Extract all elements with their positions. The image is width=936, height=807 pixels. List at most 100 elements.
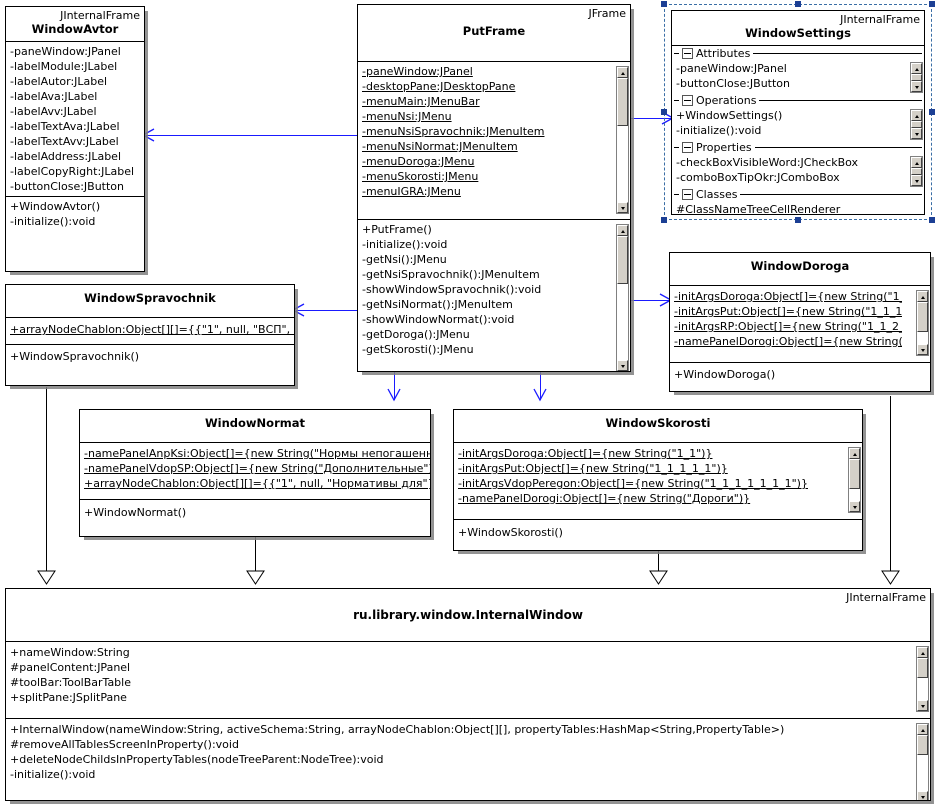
class-box-windowskorosti[interactable]: WindowSkorosti -initArgsDoroga:Object[]=… bbox=[453, 409, 863, 551]
collapse-toggle-icon[interactable] bbox=[682, 48, 693, 59]
scroll-down-button[interactable] bbox=[917, 791, 928, 800]
scroll-down-button[interactable] bbox=[849, 501, 860, 512]
selection-handle-bottom-right[interactable] bbox=[929, 217, 935, 223]
attributes-compartment: +arrayNodeChablon:Object[][]={{"1", null… bbox=[6, 317, 294, 344]
operation-row: -getSkorosti():JMenu bbox=[362, 343, 474, 356]
operations-compartment: +InternalWindow(nameWindow:String, activ… bbox=[6, 718, 930, 800]
operation-row: -getNsiNormat():JMenuItem bbox=[362, 298, 513, 311]
scrollbar-thumb[interactable] bbox=[849, 459, 860, 489]
class-box-windowdoroga[interactable]: WindowDoroga -initArgsDoroga:Object[]={n… bbox=[669, 252, 931, 392]
attributes-compartment: -paneWindow:JPanel -labelModule:JLabel -… bbox=[6, 41, 144, 196]
operation-row: +WindowDoroga() bbox=[674, 368, 776, 381]
scroll-up-button[interactable] bbox=[911, 110, 922, 121]
inheritance-line-skorosti bbox=[658, 551, 659, 571]
attribute-row: -labelTextAva:JLabel bbox=[10, 120, 120, 133]
selection-handle-top-center[interactable] bbox=[795, 1, 801, 7]
selection-handle-bottom-left[interactable] bbox=[661, 217, 667, 223]
scroll-up-button[interactable] bbox=[849, 448, 860, 459]
selection-handle-top-left[interactable] bbox=[661, 1, 667, 7]
attribute-row: -namePanelDorogi:Object[]={new String("Д… bbox=[674, 335, 902, 348]
scroll-up-button[interactable] bbox=[911, 63, 922, 74]
group-header-classes[interactable]: Classes bbox=[672, 187, 924, 202]
scrollbar-thumb[interactable] bbox=[911, 121, 922, 128]
scroll-down-button[interactable] bbox=[911, 175, 922, 186]
scrollbar-thumb[interactable] bbox=[917, 302, 928, 332]
attributes-scrollbar[interactable] bbox=[916, 646, 929, 712]
inheritance-triangle-skorosti bbox=[649, 570, 668, 585]
scrollbar-thumb[interactable] bbox=[911, 74, 922, 81]
selection-handle-top-right[interactable] bbox=[929, 1, 935, 7]
attribute-row: #panelContent:JPanel bbox=[10, 661, 131, 674]
group-rule bbox=[740, 194, 922, 195]
operation-row: -showWindowSpravochnik():void bbox=[362, 283, 542, 296]
attribute-row: -paneWindow:JPanel bbox=[676, 62, 787, 75]
selection-handle-middle-left[interactable] bbox=[661, 109, 667, 115]
attribute-row: -initArgsPut:Object[]={new String("1_1_1… bbox=[458, 462, 728, 475]
scroll-up-button[interactable] bbox=[917, 291, 928, 302]
attribute-row: -menuSkorosti:JMenu bbox=[362, 170, 479, 183]
collapse-toggle-icon[interactable] bbox=[682, 189, 693, 200]
class-box-putframe[interactable]: JFrame PutFrame -paneWindow:JPanel -desk… bbox=[357, 4, 631, 372]
properties-scrollbar[interactable] bbox=[910, 156, 923, 187]
class-box-windownormat[interactable]: WindowNormat -namePanelAnpKsi:Object[]={… bbox=[79, 409, 431, 537]
scroll-up-button[interactable] bbox=[917, 724, 928, 735]
collapse-toggle-icon[interactable] bbox=[682, 142, 693, 153]
scroll-down-button[interactable] bbox=[917, 700, 928, 711]
operations-scrollbar[interactable] bbox=[910, 109, 923, 140]
operation-row: +PutFrame() bbox=[362, 223, 432, 236]
group-header-attributes[interactable]: Attributes bbox=[672, 46, 924, 61]
operations-scrollbar[interactable] bbox=[916, 723, 929, 800]
scroll-down-button[interactable] bbox=[917, 344, 928, 355]
property-row: -comboBoxTipOkr:JComboBox bbox=[676, 171, 840, 184]
operations-group: Operations +WindowSettings() -initialize… bbox=[672, 93, 924, 140]
association-putframe-windowsettings bbox=[631, 118, 673, 119]
scrollbar-thumb[interactable] bbox=[917, 658, 928, 678]
scroll-up-button[interactable] bbox=[911, 157, 922, 168]
attribute-row: -initArgsDoroga:Object[]={new String("1_… bbox=[674, 290, 902, 303]
properties-group: Properties -checkBoxVisibleWord:JCheckBo… bbox=[672, 140, 924, 187]
attribute-row: -menuIGRA:JMenu bbox=[362, 185, 461, 198]
group-rule bbox=[759, 100, 922, 101]
attribute-row: -initArgsVdopPeregon:Object[]={new Strin… bbox=[458, 477, 808, 490]
scroll-down-button[interactable] bbox=[617, 202, 628, 213]
operation-row: +deleteNodeChildsInPropertyTables(nodeTr… bbox=[10, 753, 384, 766]
attributes-scrollbar[interactable] bbox=[916, 290, 929, 356]
stereotype-label: JInternalFrame bbox=[840, 13, 920, 26]
operations-scrollbar[interactable] bbox=[616, 224, 629, 371]
operation-row: -initialize():void bbox=[10, 768, 96, 781]
operation-row: -getNsi():JMenu bbox=[362, 253, 447, 266]
group-label: Classes bbox=[696, 188, 738, 201]
selection-handle-middle-right[interactable] bbox=[929, 109, 935, 115]
operations-compartment: +WindowSpravochnik() bbox=[6, 344, 294, 366]
scroll-down-button[interactable] bbox=[617, 360, 628, 371]
scroll-down-button[interactable] bbox=[911, 128, 922, 139]
class-box-windowavtor[interactable]: JInternalFrame WindowAvtor -paneWindow:J… bbox=[5, 6, 145, 272]
scroll-up-button[interactable] bbox=[617, 67, 628, 78]
attributes-compartment: +nameWindow:String #panelContent:JPanel … bbox=[6, 641, 930, 718]
inheritance-line-doroga bbox=[890, 396, 891, 571]
attributes-scrollbar[interactable] bbox=[616, 66, 629, 214]
class-box-windowspravochnik[interactable]: WindowSpravochnik +arrayNodeChablon:Obje… bbox=[5, 284, 295, 386]
attribute-row: -desktopPane:JDesktopPane bbox=[362, 80, 516, 93]
scroll-down-button[interactable] bbox=[911, 81, 922, 92]
collapse-toggle-icon[interactable] bbox=[682, 95, 693, 106]
scrollbar-thumb[interactable] bbox=[617, 78, 628, 126]
scrollbar-thumb[interactable] bbox=[917, 735, 928, 755]
scroll-up-button[interactable] bbox=[917, 647, 928, 658]
attributes-scrollbar[interactable] bbox=[848, 447, 861, 513]
operation-row: -initialize():void bbox=[10, 215, 96, 228]
attribute-row: -paneWindow:JPanel bbox=[362, 65, 473, 78]
scroll-up-button[interactable] bbox=[617, 225, 628, 236]
attributes-scrollbar[interactable] bbox=[910, 62, 923, 93]
group-header-properties[interactable]: Properties bbox=[672, 140, 924, 155]
inheritance-triangle-spravochnik bbox=[37, 570, 56, 585]
selection-handle-bottom-center[interactable] bbox=[795, 217, 801, 223]
class-box-windowsettings[interactable]: JInternalFrame WindowSettings Attributes… bbox=[671, 10, 925, 215]
class-box-internalwindow[interactable]: JInternalFrame ru.library.window.Interna… bbox=[5, 588, 931, 801]
scrollbar-thumb[interactable] bbox=[617, 236, 628, 284]
scrollbar-thumb[interactable] bbox=[911, 168, 922, 175]
attribute-row: -initArgsRP:Object[]={new String("1_1_2_… bbox=[674, 320, 902, 333]
group-dash bbox=[674, 147, 679, 148]
group-header-operations[interactable]: Operations bbox=[672, 93, 924, 108]
